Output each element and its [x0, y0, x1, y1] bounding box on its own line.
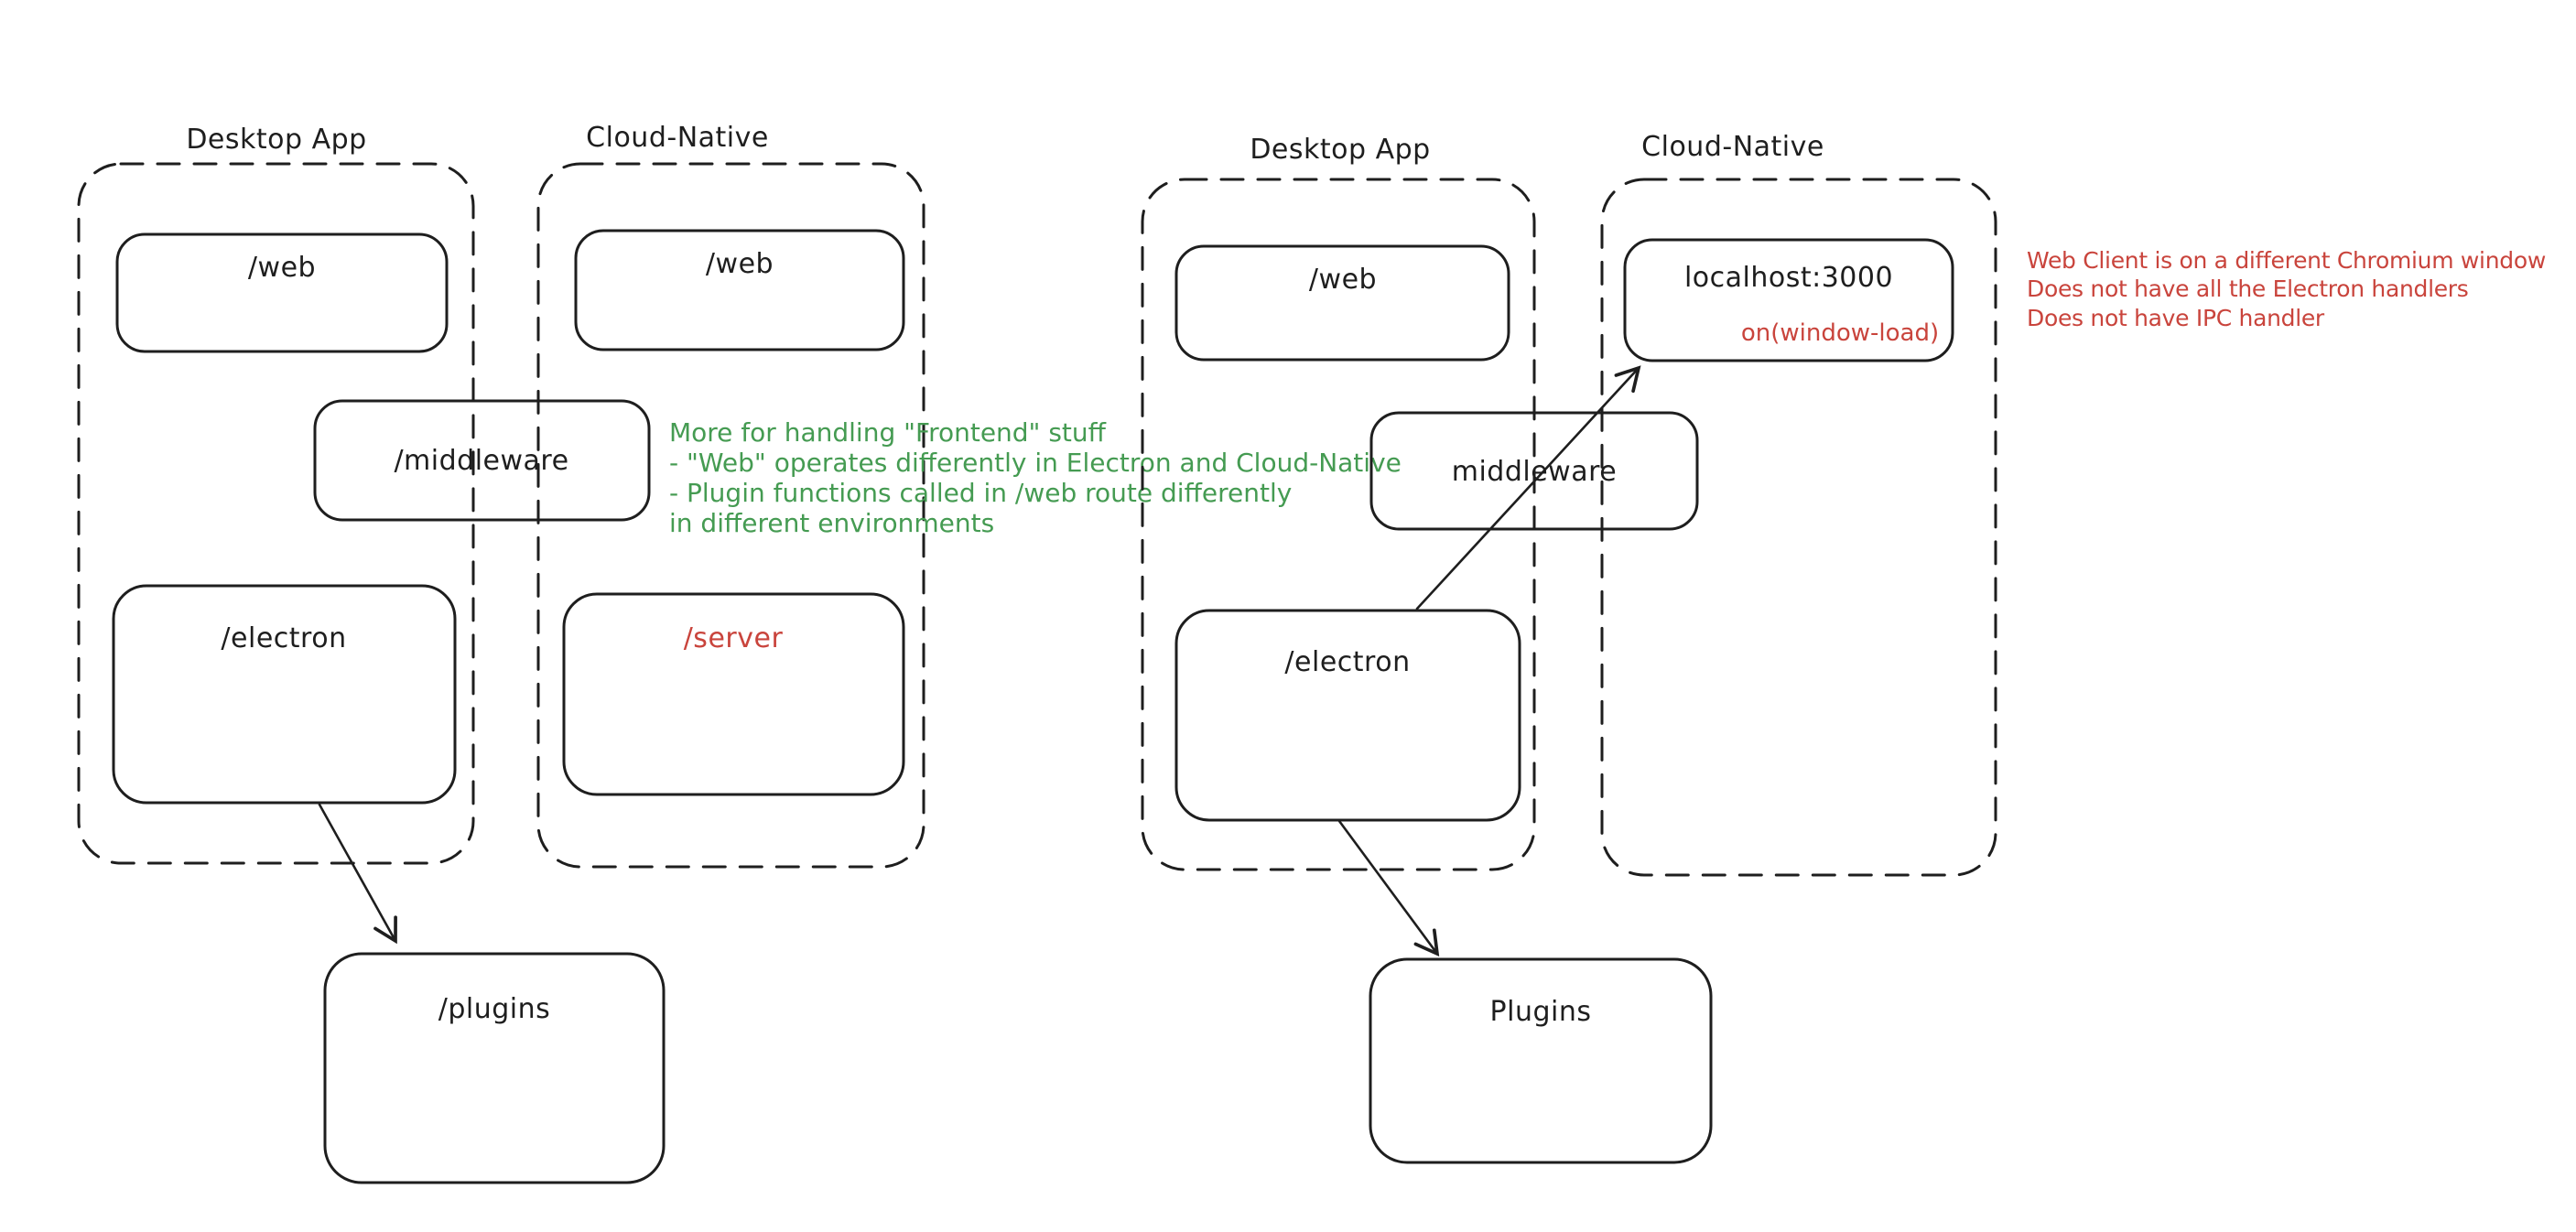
- right-cloud-container: [1600, 178, 1997, 877]
- right-middleware-box: [1369, 411, 1699, 531]
- left-web-desktop-label: /web: [248, 252, 316, 284]
- red-annotation-line-3: Does not have IPC handler: [2027, 305, 2325, 331]
- right-localhost-event-label: on(window-load): [1741, 319, 1939, 347]
- right-plugins-label: Plugins: [1490, 996, 1592, 1028]
- green-annotation-line-4: in different environments: [669, 508, 994, 538]
- right-arrow-electron-to-localhost: [1415, 365, 1641, 611]
- right-electron-box: [1174, 609, 1521, 822]
- right-diagram: Desktop App Cloud-Native /web localhost:…: [1141, 131, 2546, 1164]
- green-annotation-line-3: - Plugin functions called in /web route …: [669, 478, 1292, 508]
- left-middleware-label: /middleware: [394, 445, 568, 477]
- left-green-annotation: More for handling "Frontend" stuff - "We…: [669, 417, 1402, 538]
- left-electron-box: [112, 584, 457, 805]
- left-cloud-container: [536, 162, 925, 869]
- right-cloud-container-title: Cloud-Native: [1641, 131, 1824, 163]
- right-desktop-container-title: Desktop App: [1250, 134, 1430, 166]
- red-annotation-line-1: Web Client is on a different Chromium wi…: [2027, 247, 2546, 274]
- left-server-box: [562, 592, 905, 796]
- left-web-desktop-box: [115, 232, 449, 353]
- left-plugins-box: [323, 952, 666, 1184]
- right-red-annotation: Web Client is on a different Chromium wi…: [2027, 247, 2546, 331]
- right-localhost-box: [1623, 238, 1954, 362]
- left-plugins-label: /plugins: [438, 993, 551, 1025]
- right-desktop-container: [1141, 178, 1536, 871]
- green-annotation-line-1: More for handling "Frontend" stuff: [669, 417, 1107, 448]
- left-desktop-container-title: Desktop App: [186, 124, 366, 156]
- left-desktop-container: [77, 162, 475, 865]
- left-cloud-container-title: Cloud-Native: [586, 122, 769, 154]
- green-annotation-line-2: - "Web" operates differently in Electron…: [669, 448, 1402, 478]
- left-server-label: /server: [684, 622, 784, 654]
- left-diagram: Desktop App Cloud-Native /web /web /midd…: [77, 122, 1402, 1184]
- right-localhost-label: localhost:3000: [1684, 262, 1893, 294]
- red-annotation-line-2: Does not have all the Electron handlers: [2027, 276, 2469, 302]
- right-plugins-box: [1369, 957, 1713, 1164]
- left-arrow-electron-to-plugins: [318, 803, 397, 945]
- left-web-cloud-box: [574, 229, 905, 351]
- left-middleware-box: [313, 399, 651, 522]
- left-electron-label: /electron: [221, 622, 346, 654]
- left-web-cloud-label: /web: [706, 248, 774, 280]
- right-web-box: [1174, 244, 1510, 362]
- right-arrow-electron-to-plugins: [1337, 819, 1440, 957]
- right-web-label: /web: [1309, 264, 1377, 296]
- right-electron-label: /electron: [1284, 646, 1410, 678]
